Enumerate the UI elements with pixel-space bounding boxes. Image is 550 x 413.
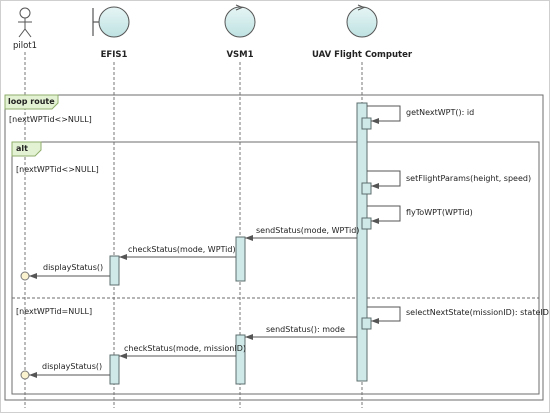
msg-getnextwpt-line	[367, 105, 401, 122]
msg-selectnextstate-label: selectNextState(missionID): stateID	[406, 308, 549, 317]
efis-activation-2	[109, 354, 120, 385]
arrowhead-sendstatus-2	[245, 334, 253, 340]
arrowhead-sendstatus-1	[245, 235, 253, 241]
vsm-label: VSM1	[226, 50, 254, 60]
loop-fragment-tag: loop route	[8, 97, 55, 106]
uav-activation-main	[356, 102, 368, 382]
uav-activation-self-2	[361, 182, 372, 195]
arrowhead-checkstatus-1	[119, 254, 127, 260]
uav-activation-self-4	[361, 317, 372, 330]
arrowhead-flytowpt	[371, 218, 379, 224]
arrowhead-setflightparams	[371, 183, 379, 189]
alt-guard-1: [nextWPTid<>NULL]	[16, 165, 99, 174]
arrowhead-displaystatus-2	[29, 372, 37, 378]
alt-fragment-tag-shape	[11, 141, 42, 157]
uav-control-icon	[346, 4, 378, 38]
msg-displaystatus-1-label: displayStatus()	[43, 263, 104, 272]
msg-checkstatus-1-label: checkStatus(mode, WPTid)	[128, 245, 236, 254]
msg-flytowpt-line	[367, 205, 401, 222]
uav-activation-self-3	[361, 217, 372, 230]
vsm-control-icon	[224, 4, 256, 38]
pilot-receive-marker-1	[20, 271, 30, 281]
vsm-activation-1	[235, 236, 246, 282]
efis-activation-1	[109, 255, 120, 286]
arrowhead-selectnextstate	[371, 318, 379, 324]
msg-displaystatus-2-label: displayStatus()	[42, 362, 103, 371]
msg-flytowpt-label: flyToWPT(WPTid)	[406, 208, 473, 217]
msg-sendstatus-1-label: sendStatus(mode, WPTid)	[256, 226, 360, 235]
alt-fragment-frame	[11, 141, 540, 395]
alt-guard-2: [nextWPTid=NULL]	[16, 307, 93, 316]
pilot-label: pilot1	[12, 41, 38, 51]
vsm-activation-2	[235, 334, 246, 385]
alt-fragment-tag: alt	[16, 144, 28, 153]
msg-setflightparams-line	[367, 170, 401, 187]
arrowhead-getnextwpt	[371, 118, 379, 124]
efis-boundary-icon	[92, 6, 130, 38]
pilot-actor-icon	[18, 7, 32, 38]
arrowhead-checkstatus-2	[119, 353, 127, 359]
loop-fragment-frame	[4, 94, 544, 401]
uav-activation-self-1	[361, 117, 372, 130]
msg-getnextwpt-label: getNextWPT(): id	[406, 108, 475, 117]
msg-selectnextstate-line	[367, 306, 401, 322]
msg-checkstatus-2-label: checkStatus(mode, missionID)	[124, 344, 246, 353]
loop-guard: [nextWPTid<>NULL]	[9, 115, 92, 124]
uav-label: UAV Flight Computer	[311, 50, 413, 60]
pilot-receive-marker-2	[20, 370, 30, 380]
arrowhead-displaystatus-1	[29, 273, 37, 279]
msg-setflightparams-label: setFlightParams(height, speed)	[406, 174, 532, 183]
loop-fragment-tag-shape	[4, 94, 59, 110]
efis-label: EFIS1	[100, 50, 128, 60]
msg-sendstatus-2-label: sendStatus(): mode	[266, 325, 345, 334]
